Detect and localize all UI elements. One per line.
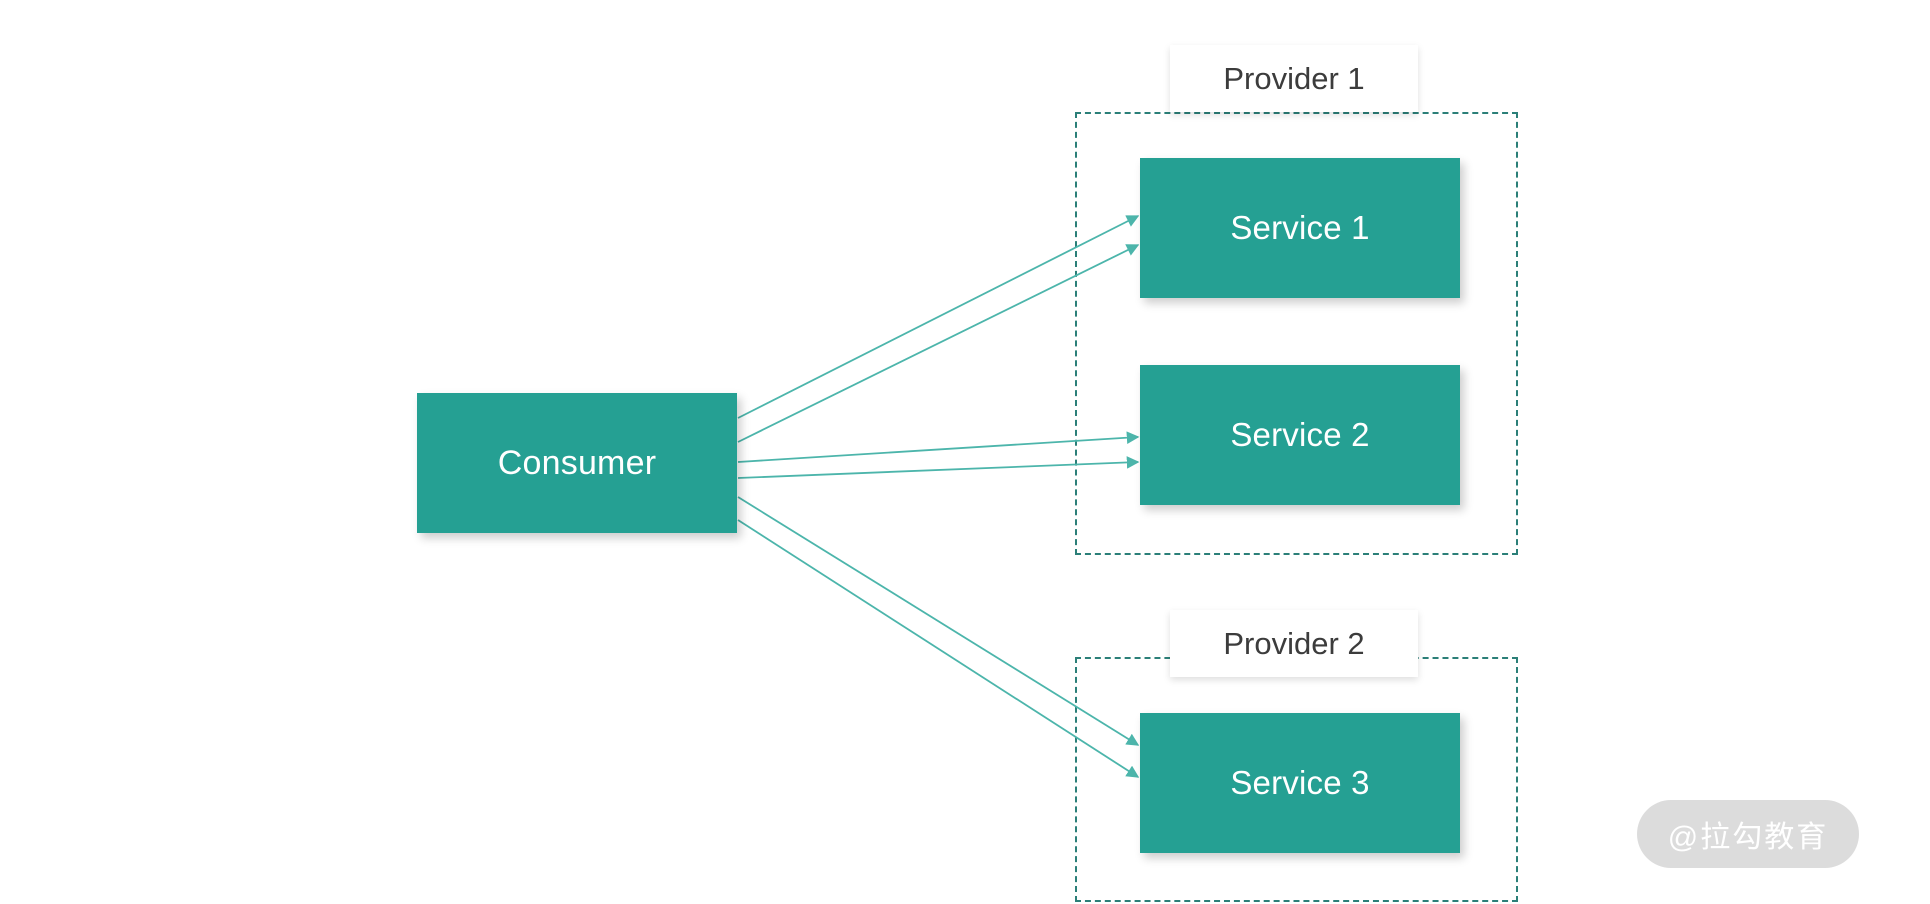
node-service-3-label: Service 3 bbox=[1230, 764, 1370, 801]
node-consumer[interactable]: Consumer bbox=[417, 393, 737, 533]
node-service-1[interactable]: Service 1 bbox=[1140, 158, 1460, 298]
node-service-2-label: Service 2 bbox=[1230, 416, 1370, 453]
node-service-2[interactable]: Service 2 bbox=[1140, 365, 1460, 505]
node-service-3[interactable]: Service 3 bbox=[1140, 713, 1460, 853]
group-label-provider-1: Provider 1 bbox=[1170, 45, 1418, 112]
node-service-1-label: Service 1 bbox=[1230, 209, 1370, 246]
group-label-provider-1-text: Provider 1 bbox=[1223, 61, 1365, 96]
watermark-text: @拉勾教育 bbox=[1667, 821, 1829, 854]
group-label-provider-2: Provider 2 bbox=[1170, 610, 1418, 677]
watermark-badge: @拉勾教育 bbox=[1637, 800, 1859, 868]
node-consumer-label: Consumer bbox=[497, 443, 657, 482]
group-label-provider-2-text: Provider 2 bbox=[1223, 626, 1365, 661]
